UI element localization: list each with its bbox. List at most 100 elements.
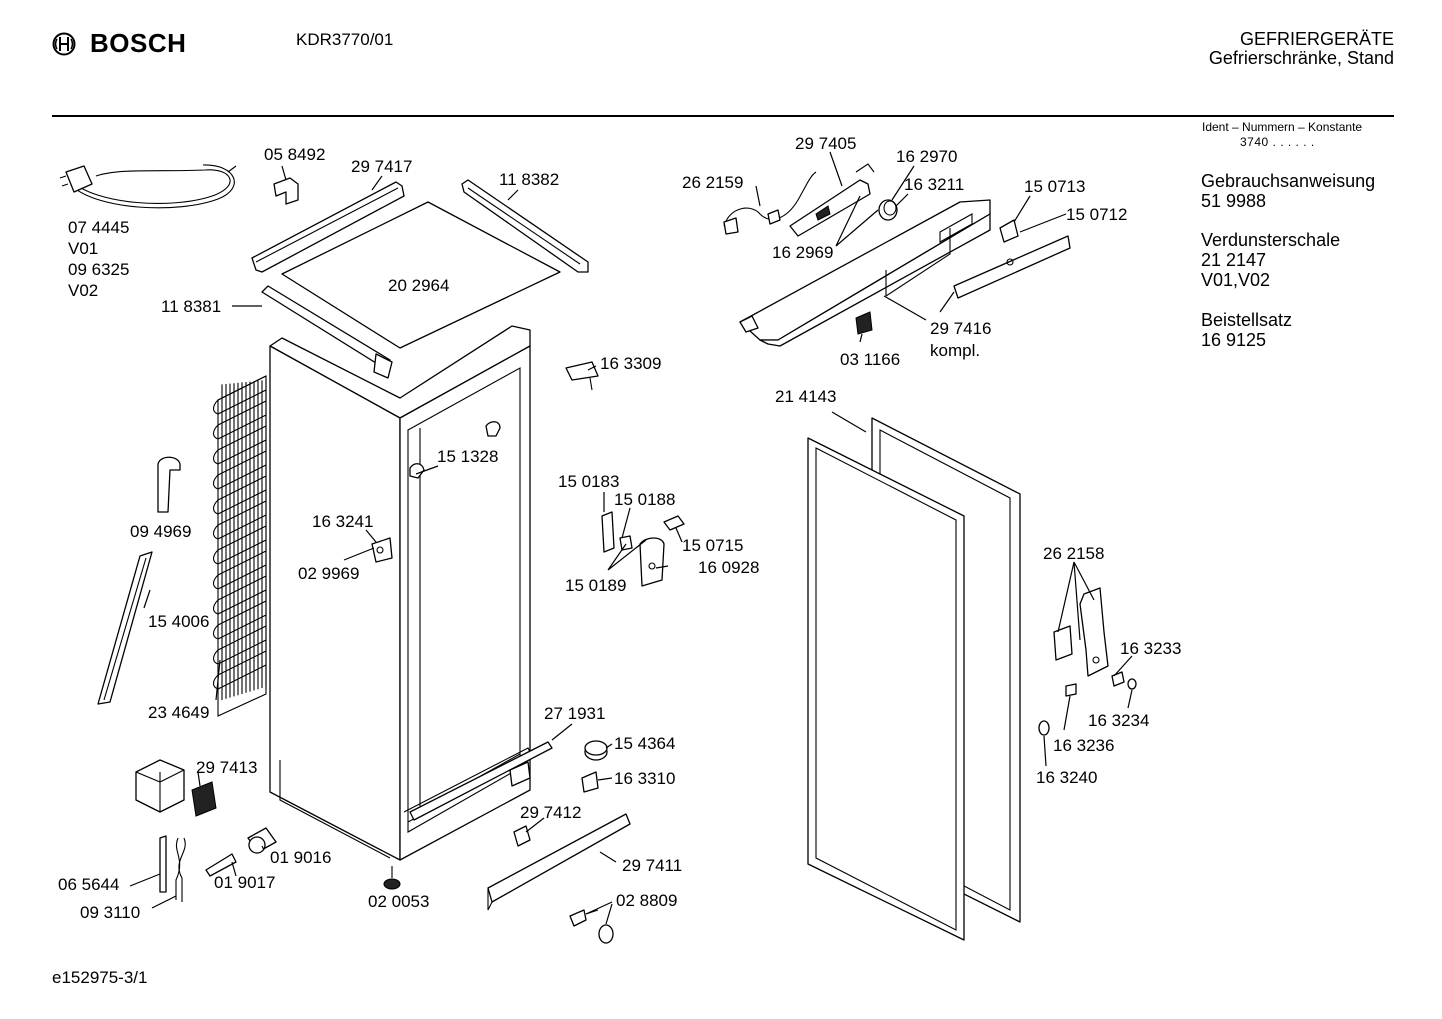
part-label[interactable]: 15 4006 [148,612,209,631]
category: GEFRIERGERÄTE Gefrierschränke, Stand [1209,30,1394,68]
side-info-value: 21 2147 [1201,250,1267,270]
relay-box-part[interactable] [135,759,217,817]
knob-part[interactable] [878,199,898,221]
part-label[interactable]: 20 2964 [388,276,449,295]
part-label[interactable]: 15 1328 [437,447,498,466]
part-label[interactable]: 16 3241 [312,512,373,531]
part-label[interactable]: 16 2970 [896,147,957,166]
part-label[interactable]: kompl. [930,341,980,360]
door-gasket-part[interactable] [807,437,965,941]
condenser-part[interactable] [212,375,267,717]
part-label[interactable]: 21 4143 [775,387,836,406]
side-info-title: Gebrauchsanweisung [1201,171,1376,191]
part-label[interactable]: 15 0712 [1066,205,1127,224]
top-rail-right-part[interactable] [461,179,589,273]
part-label[interactable]: 23 4649 [148,703,209,722]
part-label[interactable]: 15 0188 [614,490,675,509]
part-label[interactable]: 16 3233 [1120,639,1181,658]
drain-tube-part[interactable] [157,456,181,513]
control-panel-part[interactable] [739,199,991,347]
part-label[interactable]: 26 2159 [682,173,743,192]
part-label[interactable]: 16 3309 [600,354,661,373]
part-label[interactable]: 16 3236 [1053,736,1114,755]
drawing-number: e152975-3/1 [52,968,148,987]
condenser-coil [212,375,267,700]
ident-block: Ident – Nummern – Konstante 3740 . . . .… [1202,120,1362,150]
part-label[interactable]: 16 3240 [1036,768,1097,787]
cable-harness-part[interactable] [723,171,817,235]
door-hinge-part[interactable] [1053,587,1109,677]
part-label[interactable]: 29 7413 [196,758,257,777]
brand-logo: BOSCH [52,28,186,59]
part-label[interactable]: 05 8492 [264,145,325,164]
part-label[interactable]: 02 0053 [368,892,429,911]
part-label[interactable]: 15 0183 [558,472,619,491]
part-label[interactable]: 16 0928 [698,558,759,577]
side-info-value: 16 9125 [1201,330,1267,350]
roller-part[interactable] [584,740,608,761]
part-label[interactable]: 29 7417 [351,157,412,176]
part-label[interactable]: 01 9016 [270,848,331,867]
part-label[interactable]: 15 0715 [682,536,743,555]
part-label[interactable]: 02 9969 [298,564,359,583]
part-label[interactable]: 06 5644 [58,875,119,894]
part-label[interactable]: 11 8382 [499,170,559,189]
part-label[interactable]: V01 [68,239,98,258]
part-label[interactable]: 09 4969 [130,522,191,541]
part-label[interactable]: 29 7405 [795,134,856,153]
part-label[interactable]: 01 9017 [214,873,275,892]
side-info-title: Verdunsterschale [1201,230,1341,250]
part-label[interactable]: 29 7416 [930,319,991,338]
side-info-value: 51 9988 [1201,191,1267,211]
bosch-armature-icon [52,32,76,56]
part-label[interactable]: 09 6325 [68,260,129,279]
leader-lines [129,151,1133,925]
part-label[interactable]: 16 3310 [614,769,675,788]
cover-clip-part[interactable] [565,361,599,391]
part-label[interactable]: 15 0713 [1024,177,1085,196]
part-label[interactable]: 03 1166 [840,350,900,369]
pin-part[interactable] [409,421,501,479]
kickplate-part[interactable] [487,813,631,911]
part-label[interactable]: 29 7411 [622,856,682,875]
screw-part[interactable] [569,909,614,944]
clip-part[interactable] [581,771,599,793]
part-label[interactable]: 15 0189 [565,576,626,595]
category-line-2: Gefrierschränke, Stand [1208,48,1394,68]
part-label[interactable]: 11 8381 [161,297,221,316]
brand-name: BOSCH [90,28,187,58]
sleeve-part[interactable] [247,827,277,854]
bracket-part[interactable] [273,177,299,205]
kickplate-clip-part[interactable] [513,825,531,847]
switch-part[interactable] [855,219,1019,335]
part-label[interactable]: 27 1931 [544,704,605,723]
side-info-tray: Verdunsterschale 21 2147 V01,V02 [1201,230,1340,290]
top-plate-part[interactable] [281,201,561,349]
part-label[interactable]: 09 3110 [80,903,140,922]
part-label[interactable]: 16 3234 [1088,711,1149,730]
model-number: KDR3770/01 [296,30,394,49]
part-label[interactable]: 16 3211 [904,175,964,194]
panel-cover-part[interactable] [953,235,1071,299]
door-stop-part[interactable] [601,511,685,587]
power-cord-part[interactable] [59,164,237,209]
part-label[interactable]: 26 2158 [1043,544,1104,563]
ident-label: Ident – Nummern – Konstante [1202,120,1363,134]
hinge-bracket-part[interactable] [371,537,393,563]
cabinet-body-part[interactable] [269,325,533,861]
bottom-rail-part[interactable] [409,741,553,821]
part-label[interactable]: 16 2969 [772,243,833,262]
part-label[interactable]: 02 8809 [616,891,677,910]
sensor-cable-part[interactable] [159,835,186,902]
ident-code: 3740 . . . . . . [1240,135,1315,149]
front-strip-part[interactable] [261,285,393,379]
side-strip-part[interactable] [97,551,153,705]
part-label[interactable]: 07 4445 [68,218,129,237]
control-board-part[interactable] [789,163,875,237]
part-label[interactable]: 15 4364 [614,734,675,753]
rod-part[interactable] [205,853,237,877]
top-rail-left-part[interactable] [251,181,405,273]
part-label[interactable]: V02 [68,281,98,300]
foot-part[interactable] [383,866,401,890]
part-label[interactable]: 29 7412 [520,803,581,822]
